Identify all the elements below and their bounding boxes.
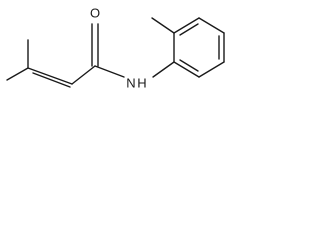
ring-bond-5 — [198, 61, 225, 78]
bond-alkene — [27, 67, 73, 85]
bond-alkene-second — [32, 72, 71, 88]
ring-bond-2 — [173, 17, 200, 34]
bond-ch-co — [71, 65, 96, 85]
ring-bond-3 — [198, 17, 225, 34]
atom-nitrogen-label: N — [126, 75, 135, 90]
structure-diagram: O N H — [0, 0, 250, 104]
ring-double-1 — [179, 23, 199, 36]
ring-bond-6 — [173, 61, 200, 78]
bond-n-aryl — [152, 61, 175, 78]
bond-aryl-methyl — [151, 17, 175, 34]
atom-oxygen-label: O — [90, 5, 100, 20]
bond-methyl-a — [6, 67, 29, 81]
ring-double-3 — [179, 59, 199, 72]
atom-hydrogen-label: H — [137, 75, 146, 90]
molecule-drawing: O N H — [6, 5, 225, 90]
bond-c-n — [94, 65, 125, 78]
